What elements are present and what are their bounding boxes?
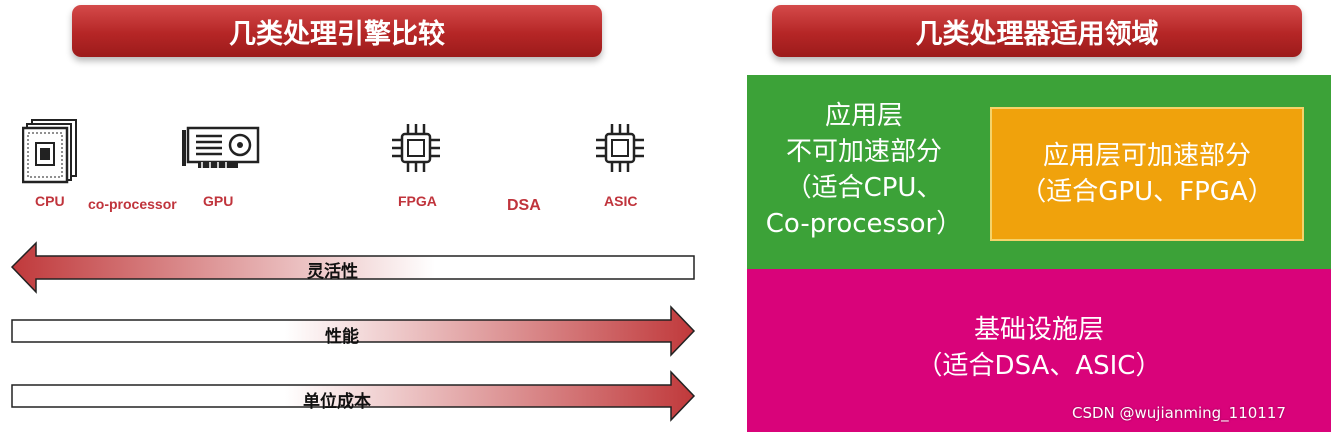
- app-layer-line: （适合CPU、: [785, 173, 943, 203]
- cpu-chip-icon: [22, 119, 77, 184]
- app-layer-line: 不可加速部分: [785, 137, 942, 167]
- label-dsa: DSA: [507, 197, 541, 214]
- left-title-banner: 几类处理引擎比较: [72, 5, 602, 57]
- label-co-processor: co-processor: [88, 196, 177, 212]
- fpga-chip-icon: [392, 124, 440, 172]
- label-gpu: GPU: [203, 193, 234, 209]
- right-title-banner: 几类处理器适用领域: [772, 5, 1302, 57]
- app-layer-line: 应用层: [824, 101, 903, 131]
- accelerable-line: （适合GPU、FPGA）: [1020, 177, 1274, 207]
- accelerable-block: 应用层可加速部分 （适合GPU、FPGA）: [990, 107, 1304, 241]
- flexibility-label: 灵活性: [307, 262, 358, 282]
- label-cpu: CPU: [35, 193, 65, 209]
- performance-arrow: [11, 305, 696, 357]
- infrastructure-text: 基础设施层 （适合DSA、ASIC）: [747, 312, 1331, 384]
- infrastructure-layer-block: [747, 269, 1331, 432]
- label-asic: ASIC: [604, 193, 638, 209]
- graphics-card-icon: [182, 126, 260, 168]
- engine-comparison-panel: [12, 90, 698, 420]
- accelerable-line: 应用层可加速部分: [1042, 141, 1251, 171]
- left-title: 几类处理引擎比较: [229, 18, 445, 50]
- arrows-layer: [10, 241, 696, 422]
- app-layer-line: Co-processor）: [765, 209, 963, 239]
- label-fpga: FPGA: [398, 193, 437, 209]
- right-title: 几类处理器适用领域: [915, 18, 1159, 50]
- infra-line: （适合DSA、ASIC）: [916, 351, 1162, 381]
- watermark: CSDN @wujianming_110117: [1072, 404, 1286, 422]
- asic-chip-icon: [596, 124, 644, 172]
- unit-cost-arrow: [11, 370, 696, 422]
- performance-label: 性能: [325, 327, 359, 347]
- non-accelerable-text: 应用层 不可加速部分 （适合CPU、 Co-processor）: [752, 98, 976, 242]
- infra-line: 基础设施层: [973, 315, 1104, 345]
- unit-cost-label: 单位成本: [303, 392, 371, 412]
- flexibility-arrow: [10, 241, 695, 294]
